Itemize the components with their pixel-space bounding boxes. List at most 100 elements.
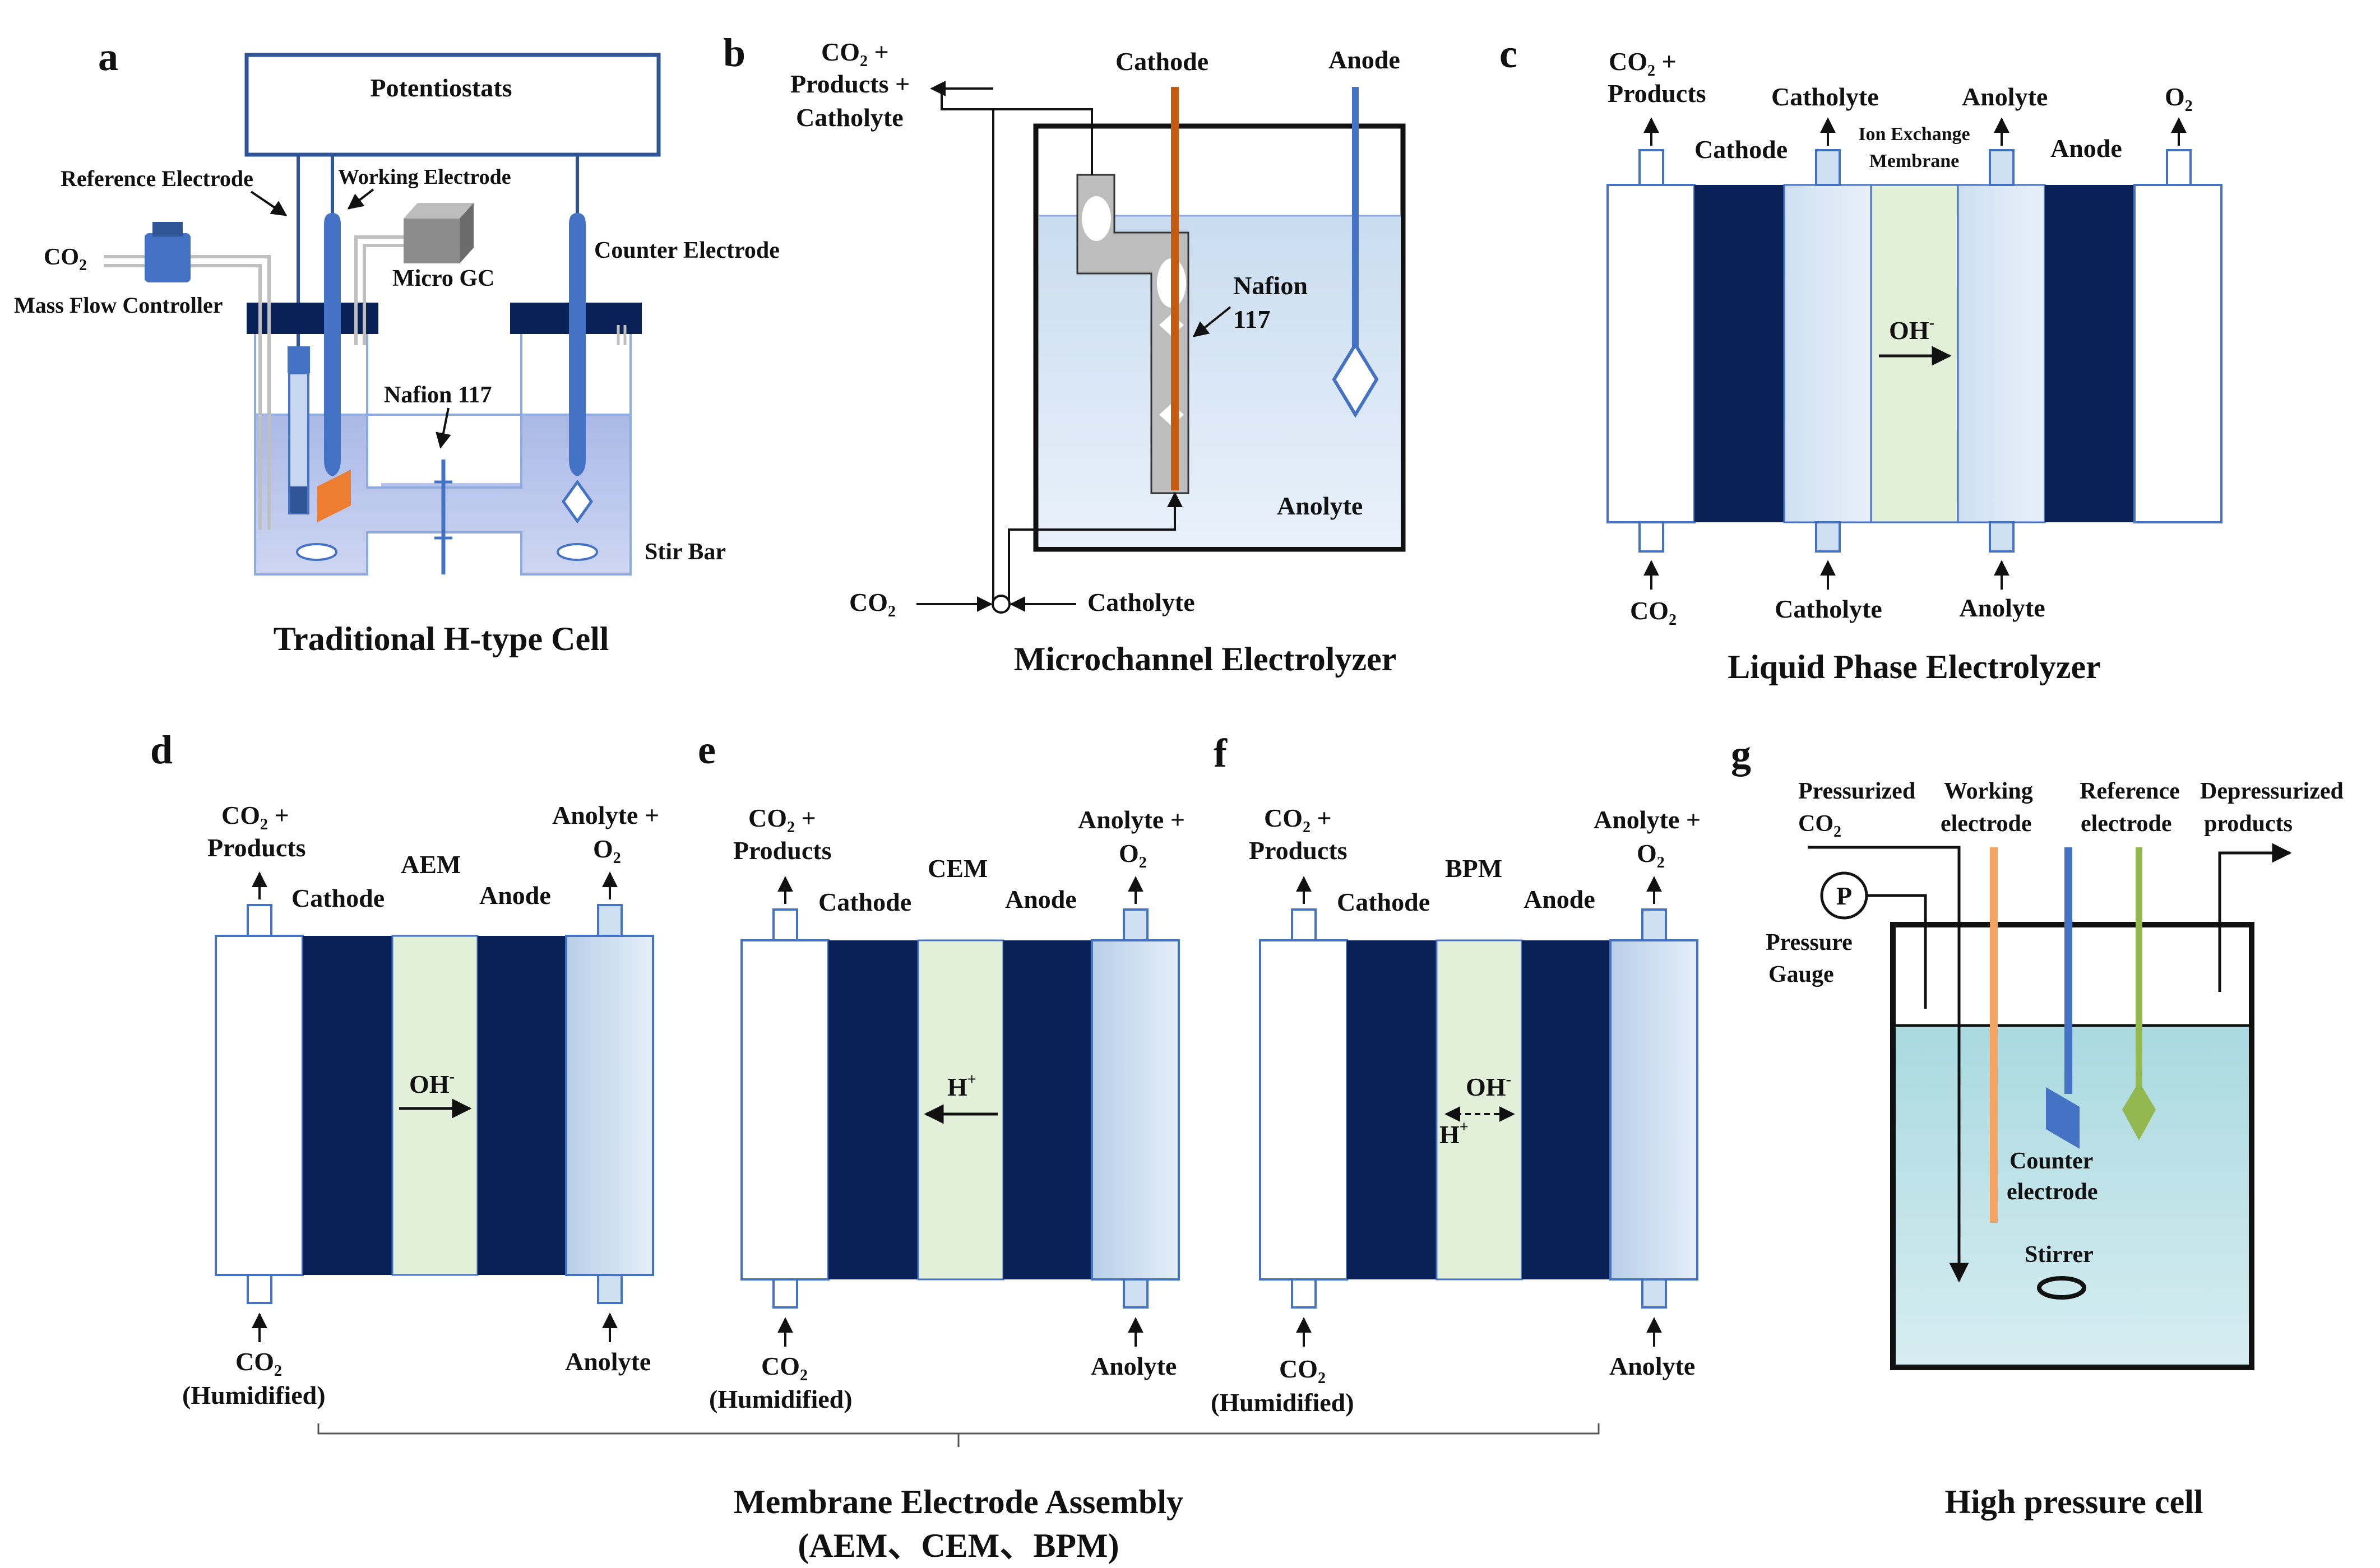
pressure-gauge-label-1: Pressure — [1766, 930, 1853, 955]
e-cathode — [828, 940, 918, 1279]
co2-label: CO2 — [44, 244, 87, 274]
c-catholyte-chamber — [1783, 184, 1872, 523]
left-lid — [247, 303, 378, 334]
reference-electrode-label: Reference Electrode — [61, 166, 253, 191]
c-bottom-co2-label: CO2 — [1630, 596, 1677, 629]
channel-bubble-1 — [1082, 196, 1111, 241]
e-top-right-line1: Anolyte + — [1078, 805, 1185, 834]
c-cathode-label: Cathode — [1694, 135, 1788, 164]
c-catholyte-bottom-label: Catholyte — [1775, 595, 1882, 623]
reference-electrode-arrow — [250, 191, 288, 216]
mea-group-caption: Membrane Electrode Assembly (AEM、CEM、BPM… — [317, 1423, 1600, 1564]
f-bottom-left-line1: CO2 — [1279, 1354, 1326, 1387]
c-membrane-label-1: Ion Exchange — [1858, 124, 1970, 145]
mass-flow-controller-box — [145, 233, 191, 282]
e-top-left-line2: Products — [733, 836, 832, 865]
hp-reference-electrode-tip — [2122, 1082, 2156, 1140]
e-bottom-right-label: Anolyte — [1091, 1352, 1177, 1380]
outlet-flow-line-2 — [941, 89, 993, 110]
panel-g-letter: g — [1731, 732, 1751, 777]
c-left-bottom-port — [1638, 521, 1664, 553]
panel-b-letter: b — [723, 30, 746, 75]
panel-g-caption: High pressure cell — [1944, 1483, 2203, 1520]
f-bottom-right-label: Anolyte — [1609, 1352, 1695, 1380]
pressure-gauge — [1820, 871, 1868, 920]
c-anode — [2045, 185, 2134, 522]
catholyte-inlet-label: Catholyte — [1087, 588, 1195, 616]
d-right-top-port — [597, 904, 623, 937]
cathode-label: Cathode — [1115, 47, 1208, 76]
co2-inlet-label: CO2 — [849, 588, 896, 620]
c-anolyte-chamber — [1957, 184, 2046, 523]
anolyte-label: Anolyte — [1277, 491, 1363, 520]
working-electrode-label: Working Electrode — [338, 165, 511, 189]
panel-a: a Potentiostats — [14, 34, 780, 657]
potentiostat-label: Potentiostats — [371, 73, 512, 102]
c-anode-label: Anode — [2050, 134, 2122, 163]
f-anode-label: Anode — [1524, 885, 1595, 913]
c-membrane — [1870, 184, 1959, 523]
e-top-right-line2: O2 — [1119, 839, 1147, 871]
e-top-left-line1: CO2 + — [748, 804, 816, 836]
c-o2-label: O2 — [2165, 82, 2193, 115]
stir-bar-left — [296, 543, 337, 561]
e-left-top-port — [772, 908, 798, 941]
gc-tube-2 — [363, 244, 404, 345]
mass-flow-controller-label: Mass Flow Controller — [14, 293, 223, 318]
e-ion-label: H+ — [947, 1071, 976, 1101]
outlet-label-line2: Products + — [790, 69, 910, 98]
counter-electrode-label-1: Counter — [2009, 1148, 2093, 1174]
reference-label-2: electrode — [2081, 811, 2171, 837]
working-label-1: Working — [1944, 778, 2033, 804]
reference-label-1: Reference — [2080, 778, 2180, 804]
working-label-2: electrode — [1941, 811, 2031, 837]
pressurized-label-1: Pressurized — [1798, 778, 1915, 804]
c-membrane-label-2: Membrane — [1869, 151, 1960, 171]
c-anolyte-bottom-label: Anolyte — [1959, 593, 2045, 622]
nafion-label: Nafion 117 — [384, 382, 492, 408]
hp-counter-electrode-plate — [2046, 1087, 2080, 1149]
d-left-bottom-port — [247, 1274, 272, 1304]
e-membrane-label: CEM — [928, 854, 988, 883]
hp-stirrer — [2037, 1276, 2086, 1300]
e-right-bottom-port — [1123, 1278, 1149, 1309]
c-anolyte-top-label: Anolyte — [1962, 82, 2048, 111]
depressurized-label-2: products — [2204, 811, 2293, 837]
d-top-right-line1: Anolyte + — [552, 801, 659, 829]
d-cathode — [303, 936, 392, 1275]
micro-gc-top — [404, 203, 474, 219]
micro-gc-label: Micro GC — [392, 266, 494, 291]
d-bottom-right-label: Anolyte — [565, 1347, 651, 1376]
anode-rod — [1352, 87, 1359, 350]
pressure-gauge-symbol: P — [1836, 882, 1852, 910]
pressure-gauge-label-2: Gauge — [1768, 962, 1834, 987]
micro-gc-side — [460, 203, 474, 263]
working-electrode-arrow — [347, 188, 374, 210]
hp-gauge-line — [1865, 894, 1927, 1009]
panel-d-letter: d — [150, 727, 173, 772]
f-cathode-label: Cathode — [1337, 888, 1430, 916]
f-top-right-line2: O2 — [1637, 839, 1665, 871]
panel-e: e CO2 + Products CEM Cathode Anode Anoly… — [698, 727, 1185, 1413]
d-left-top-port — [247, 904, 272, 937]
micro-gc-front — [404, 219, 460, 263]
d-ion-label: OH- — [409, 1068, 455, 1098]
c-anolyte-bottom-port — [1989, 521, 2015, 553]
f-cathode — [1347, 940, 1437, 1279]
e-anode-label: Anode — [1005, 885, 1077, 913]
c-anolyte-top-port — [1989, 149, 2015, 186]
d-left-endplate — [215, 935, 304, 1276]
c-catholyte-top-port — [1815, 149, 1841, 186]
e-cathode-label: Cathode — [818, 888, 911, 916]
f-top-left-line1: CO2 + — [1264, 804, 1332, 836]
f-top-left-line2: Products — [1249, 836, 1348, 865]
panel-b-caption: Microchannel Electrolyzer — [1014, 641, 1397, 678]
counter-electrode-label: Counter Electrode — [594, 238, 780, 263]
nafion-label-1: Nafion — [1233, 271, 1308, 300]
nafion-arrow-b — [1192, 306, 1231, 337]
panel-g: g P Pressurized CO2 Working electrode Re… — [1731, 732, 2344, 1520]
mass-flow-controller-top — [152, 222, 183, 236]
d-bottom-left-line1: CO2 — [235, 1347, 282, 1380]
counter-electrode-label-2: electrode — [2007, 1179, 2097, 1205]
